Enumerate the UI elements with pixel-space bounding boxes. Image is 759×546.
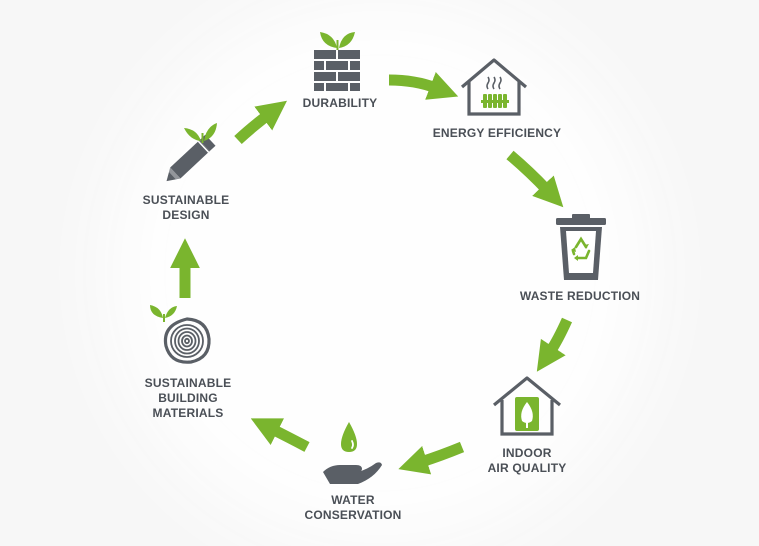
house-with-radiator-icon [460, 58, 528, 116]
arrow-energy-to-waste [506, 150, 564, 208]
stage-label-water-conservation: WATER CONSERVATION [304, 493, 402, 522]
stage-label-sustainable-design: SUSTAINABLE DESIGN [142, 193, 230, 222]
pencil-with-sprout-icon [166, 123, 217, 182]
tree-rings-icon [150, 305, 211, 364]
stage-label-energy-efficiency: ENERGY EFFICIENCY [432, 126, 562, 140]
house-with-leaf-icon [492, 376, 562, 436]
arrow-design-to-durability [234, 100, 288, 145]
recycle-bin-icon [556, 214, 606, 280]
stage-label-waste-reduction: WASTE REDUCTION [519, 289, 641, 303]
cycle-arrows [170, 72, 573, 475]
background-glow [110, 0, 650, 546]
brick-wall-with-sprout-icon [314, 32, 360, 91]
arrow-indoor-air-to-water [398, 441, 465, 475]
stage-label-durability: DURABILITY [302, 96, 378, 110]
arrow-waste-to-indoor-air [536, 317, 573, 372]
arrow-water-to-materials [250, 418, 310, 452]
hand-with-water-drop-icon [323, 422, 382, 484]
stage-label-sustainable-building-materials: SUSTAINABLE BUILDING MATERIALS [144, 376, 232, 420]
arrow-durability-to-energy [388, 72, 459, 100]
stage-label-indoor-air-quality: INDOOR AIR QUALITY [487, 446, 567, 475]
